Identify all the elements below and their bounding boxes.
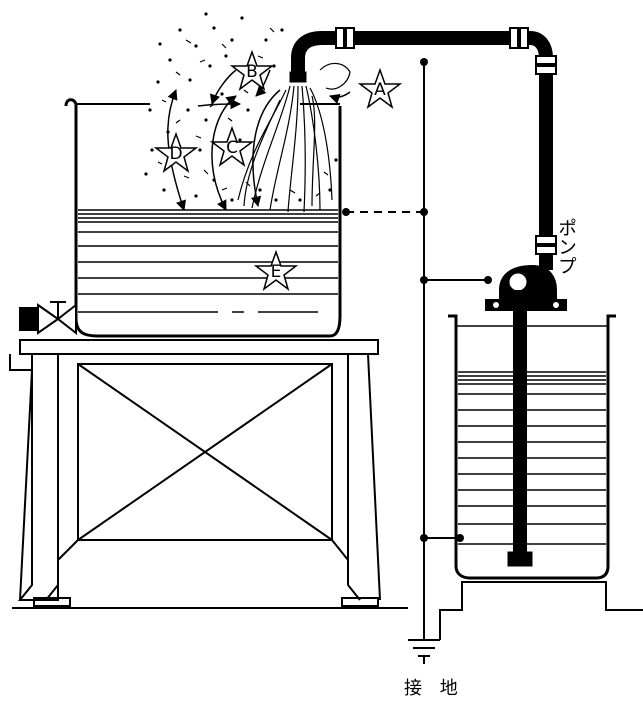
- suction-pipe: [507, 290, 533, 567]
- drain-valve: [19, 301, 77, 336]
- grounding-wires: [346, 62, 488, 664]
- transfer-pipe: [289, 27, 557, 270]
- upper-tank: [64, 98, 342, 338]
- liquid-stream: [237, 85, 333, 213]
- star-c: C: [209, 125, 255, 167]
- star-a: A: [357, 67, 403, 109]
- pump-label: ポンプ: [555, 218, 577, 275]
- star-b-label: B: [246, 62, 258, 82]
- star-b: B: [229, 49, 275, 91]
- lower-drum-liquid: [458, 371, 606, 545]
- upper-tank-liquid: [78, 209, 338, 313]
- star-d: D: [153, 131, 199, 173]
- lower-drum: [448, 314, 616, 580]
- ground-label: 接 地: [404, 678, 464, 699]
- tank-stand: [9, 339, 381, 607]
- star-e: E: [253, 249, 299, 291]
- charge-arrows: [167, 69, 351, 211]
- star-c-label: C: [226, 138, 238, 158]
- star-e-label: E: [271, 262, 282, 282]
- star-d-label: D: [169, 144, 182, 164]
- star-a-label: A: [374, 80, 386, 100]
- wire-junctions: [342, 58, 492, 542]
- floor: [12, 581, 643, 640]
